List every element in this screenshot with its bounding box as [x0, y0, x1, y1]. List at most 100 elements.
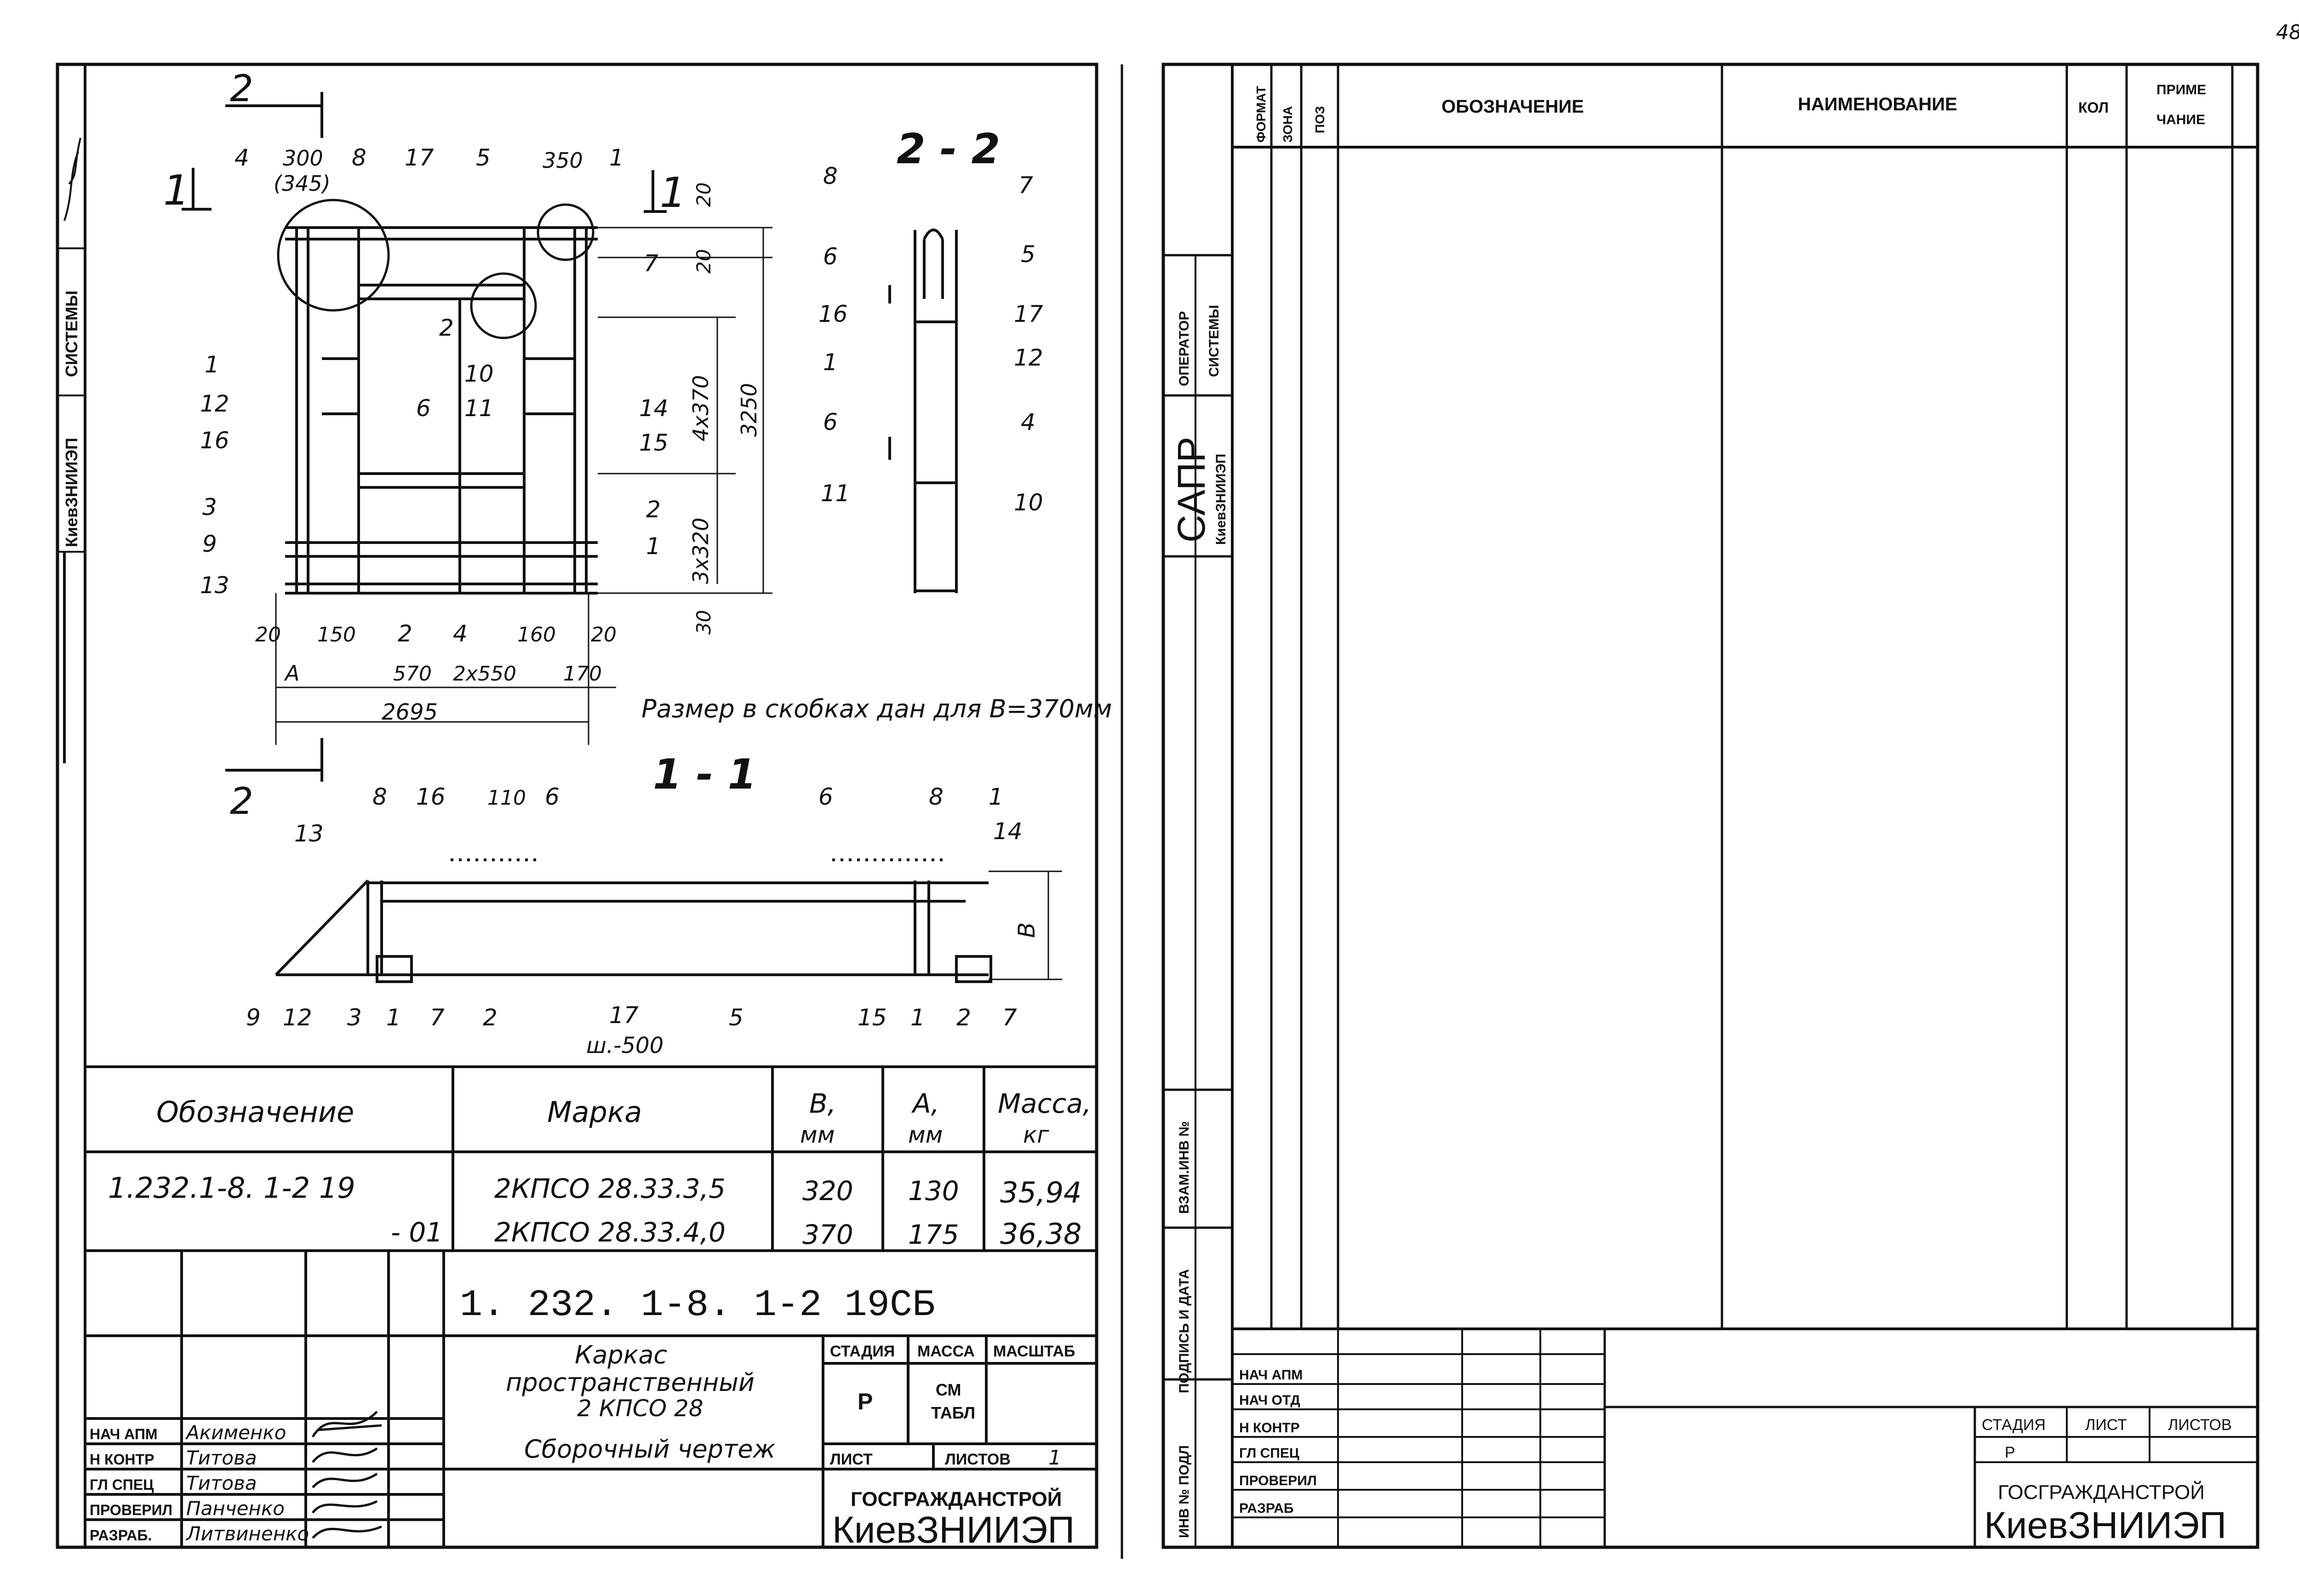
s11-bottom-2: 2: [483, 1004, 498, 1031]
callout-14: 14: [639, 395, 669, 422]
section-mark-2-top: 2: [230, 67, 253, 110]
left-title-block: 1. 232. 1-8. 1-2 19СБ Каркас пространств…: [90, 1284, 1075, 1551]
margin-sistemy: СИСТЕМЫ: [1207, 305, 1222, 377]
s22-callout-17: 17: [1014, 301, 1043, 327]
s11-callout-16: 16: [416, 784, 446, 810]
margin-inv-podl: ИНВ № ПОДЛ: [1177, 1445, 1192, 1538]
header-poz: ПОЗ: [1313, 106, 1327, 133]
dim-20a: 20: [692, 183, 715, 207]
spec-table-lines: [85, 1065, 1097, 1252]
right-role-3: Н КОНТР: [1239, 1420, 1300, 1436]
left-title-block-lines: [85, 1251, 1097, 1547]
section-mark-1-left: 1: [163, 166, 189, 215]
margin-podpis-data: ПОДПИСЬ И ДАТА: [1177, 1269, 1192, 1393]
stadia-label: СТАДИЯ: [830, 1343, 895, 1360]
right-stadia-label: СТАДИЯ: [1982, 1416, 2046, 1434]
right-role-5: ПРОВЕРИЛ: [1239, 1473, 1317, 1488]
header-zona: ЗОНА: [1281, 106, 1295, 143]
s11-bottom-7r: 7: [1002, 1004, 1017, 1031]
s11-bottom-5: 5: [729, 1004, 743, 1031]
right-org-line2: КиевЗНИИЭП: [1984, 1504, 2226, 1546]
dim-20b: 20: [692, 249, 715, 274]
s11-dim-B: B: [1013, 922, 1040, 938]
right-role-6: РАЗРАБ: [1239, 1501, 1293, 1516]
dim-4x370: 4х370: [688, 375, 713, 441]
sign-name-5: Литвиненко: [185, 1522, 309, 1545]
section-2-2-view: [888, 229, 958, 593]
s11-callout-8: 8: [372, 784, 387, 810]
callout-2-mid: 2: [439, 315, 454, 341]
spec-row2-designation: - 01: [391, 1217, 443, 1248]
s11-bottom-3: 3: [347, 1004, 362, 1031]
dim-bottom-570: 570: [393, 662, 432, 686]
spec-row1-a: 130: [908, 1175, 959, 1207]
drawing-name-line3: 2 КПСО 28: [577, 1395, 703, 1422]
spec-row1-mass: 35,94: [1000, 1176, 1082, 1209]
callout-4: 4: [234, 144, 249, 171]
left-sheet: [56, 63, 1098, 1549]
s11-callout-6r: 6: [818, 784, 833, 810]
dim-bottom-2x550: 2х550: [453, 662, 516, 686]
spec-row2-mark: 2КПСО 28.33.4,0: [494, 1217, 726, 1248]
stadia-value: Р: [858, 1389, 873, 1414]
sign-role-4: ПРОВЕРИЛ: [90, 1502, 172, 1518]
dim-3x320: 3х320: [688, 518, 713, 584]
callout-15: 15: [639, 429, 669, 456]
dim-300: 300: [283, 146, 323, 171]
s22-callout-5: 5: [1021, 241, 1035, 268]
s11-callout-110: 110: [487, 786, 526, 810]
s11-bottom-15: 15: [858, 1004, 887, 1031]
sign-name-1: Акименко: [185, 1421, 286, 1444]
callout-13: 13: [200, 572, 229, 599]
drawing-type: Сборочный чертеж: [524, 1435, 776, 1464]
spec-row1-mark: 2КПСО 28.33.3,5: [494, 1173, 726, 1204]
dim-bottom-160: 160: [517, 623, 556, 646]
callout-17: 17: [405, 144, 434, 171]
callout-1: 1: [205, 351, 219, 378]
margin-label-org: КиевЗНИИЭП: [62, 438, 81, 547]
callout-bottom-4: 4: [453, 620, 468, 647]
callout-1-top: 1: [609, 144, 624, 171]
s22-callout-11: 11: [821, 480, 850, 507]
section-2-2-labels: 8 7 6 5 16 17 1 12 6 4 11 10: [818, 163, 1043, 516]
callout-8: 8: [352, 144, 366, 171]
massa-value-line1: СМ: [936, 1380, 961, 1399]
drawing-note: Размер в скобках дан для В=370мм: [641, 694, 1112, 723]
signature-scribbles: [311, 1411, 382, 1539]
drawing-code: 1. 232. 1-8. 1-2 19СБ: [460, 1284, 935, 1327]
callout-10: 10: [464, 360, 494, 387]
s11-bottom-9: 9: [246, 1004, 261, 1031]
section-title-1-1: 1 - 1: [653, 750, 756, 799]
drawing-name-line1: Каркас: [575, 1340, 667, 1369]
section-1-1-view: [275, 858, 1062, 983]
org-line2: КиевЗНИИЭП: [832, 1509, 1075, 1551]
margin-signature: [63, 137, 81, 221]
dim-bottom-20r: 20: [591, 623, 617, 646]
spec-row1-b: 320: [802, 1175, 853, 1207]
s22-callout-16: 16: [818, 301, 848, 327]
callout-3: 3: [202, 494, 217, 521]
dim-bottom-170: 170: [563, 662, 602, 686]
spec-header-b-unit: мм: [800, 1121, 835, 1148]
org-line1: ГОСГРАЖДАНСТРОЙ: [851, 1487, 1062, 1510]
section-1-1-labels: 13 8 16 110 6 6 8 1 14 B 9 12 3 1 7 2 17…: [246, 784, 1040, 1058]
s22-callout-1: 1: [823, 349, 838, 376]
section-title-2-2: 2 - 2: [897, 125, 1000, 173]
spec-row2-mass: 36,38: [1000, 1217, 1082, 1251]
spec-header-mark: Марка: [547, 1095, 642, 1129]
spec-header-b: В,: [809, 1088, 836, 1119]
spec-header-mass-unit: кг: [1023, 1121, 1049, 1148]
header-oboznachenie: ОБОЗНАЧЕНИЕ: [1441, 97, 1584, 117]
header-kol: КОЛ: [2078, 99, 2109, 116]
section-mark-2-bottom: 2: [230, 780, 253, 823]
listov-value: 1: [1048, 1446, 1061, 1470]
s11-callout-8r: 8: [929, 784, 944, 810]
s11-callout-1r: 1: [989, 784, 1003, 810]
sign-name-4: Панченко: [186, 1497, 285, 1520]
dim-bottom-2695: 2695: [382, 699, 438, 725]
margin-sapr: САПР: [1170, 437, 1213, 543]
s11-bottom-1r: 1: [910, 1004, 925, 1031]
s11-bottom-500: ш.-500: [586, 1033, 663, 1058]
right-listov-label: ЛИСТОВ: [2168, 1416, 2232, 1434]
spec-table: Обозначение Марка В, мм А, мм Масса, кг …: [108, 1088, 1091, 1251]
